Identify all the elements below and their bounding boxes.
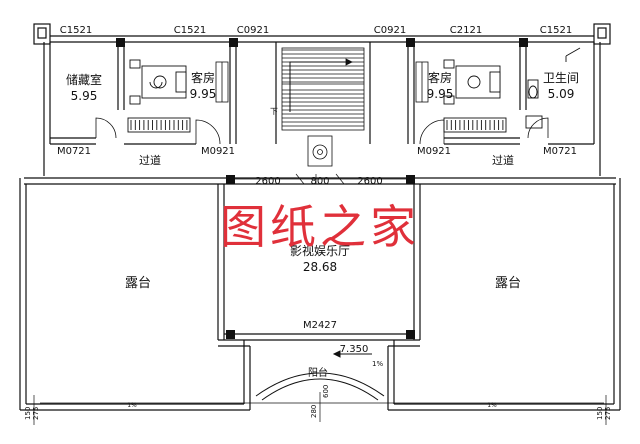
- room-name: 过道: [492, 153, 514, 167]
- door-label: M2427: [303, 320, 337, 331]
- dimension-value: 2600: [357, 176, 382, 187]
- dimension-value: 600: [322, 385, 330, 398]
- room-name: 卫生间: [543, 71, 579, 85]
- room-area: 9.95: [427, 87, 454, 101]
- dimension-lines: [33, 173, 607, 425]
- room-name: 露台: [125, 276, 151, 291]
- window-label: C0921: [237, 25, 269, 36]
- window-label: C1521: [60, 25, 92, 36]
- door-swings: [95, 117, 549, 145]
- window-label: C0921: [374, 25, 406, 36]
- elevation-value: 7.350: [340, 344, 369, 355]
- room-name: 露台: [495, 276, 521, 291]
- room-name: 客房: [428, 70, 452, 85]
- dimension-value: 280: [310, 405, 318, 418]
- guest-room-left-bed: [129, 59, 187, 105]
- room-area: 9.95: [190, 87, 217, 101]
- dimension-value: 275: [604, 407, 612, 420]
- window-label: C1521: [540, 25, 572, 36]
- room-name: 客房: [191, 70, 215, 85]
- dimension-labels: 2600 800 2600 7.350 1% 1% 1% 150 275 280…: [24, 176, 612, 420]
- stair-down-label: 下: [270, 107, 278, 116]
- door-label: M0921: [417, 146, 451, 157]
- guest-room-right-bed: [443, 59, 501, 105]
- room-name: 储藏室: [66, 72, 102, 87]
- slope-value: 1%: [487, 402, 497, 409]
- room-area: 28.68: [303, 260, 337, 274]
- watermark: 图纸之家: [220, 200, 420, 254]
- dimension-value: 800: [310, 176, 329, 187]
- balcony-rail: [255, 350, 385, 401]
- slope-value: 1%: [372, 360, 383, 368]
- closets: [215, 61, 429, 103]
- dimension-value: 150: [24, 407, 32, 420]
- room-area: 5.95: [71, 89, 98, 103]
- dimension-value: 150: [596, 407, 604, 420]
- window-label: C2121: [450, 25, 482, 36]
- room-name: 阳台: [308, 366, 328, 379]
- walls: [19, 23, 621, 411]
- hall-light-fixture: [307, 135, 333, 167]
- room-labels: 储藏室 5.95 客房 9.95 客房 9.95 卫生间 5.09 影视娱乐厅 …: [66, 70, 579, 379]
- door-label: M0721: [57, 146, 91, 157]
- columns: [116, 38, 528, 339]
- room-area: 5.09: [548, 87, 575, 101]
- room-name: 过道: [139, 153, 161, 167]
- dimension-value: 2600: [255, 176, 280, 187]
- door-label: M0721: [543, 146, 577, 157]
- window-label: C1521: [174, 25, 206, 36]
- dimension-value: 275: [32, 407, 40, 420]
- staircase: [281, 47, 365, 131]
- bathroom-fixtures: [525, 47, 581, 129]
- slope-value: 1%: [127, 402, 137, 409]
- door-label: M0921: [201, 146, 235, 157]
- room-name: 影视娱乐厅: [290, 243, 350, 258]
- wardrobe-left: [127, 117, 191, 133]
- door-labels: M0721 M0921 M0921 M0721 M2427: [57, 146, 577, 331]
- wardrobe-right: [443, 117, 507, 133]
- window-labels: C1521 C1521 C0921 C0921 C2121 C1521: [60, 25, 572, 36]
